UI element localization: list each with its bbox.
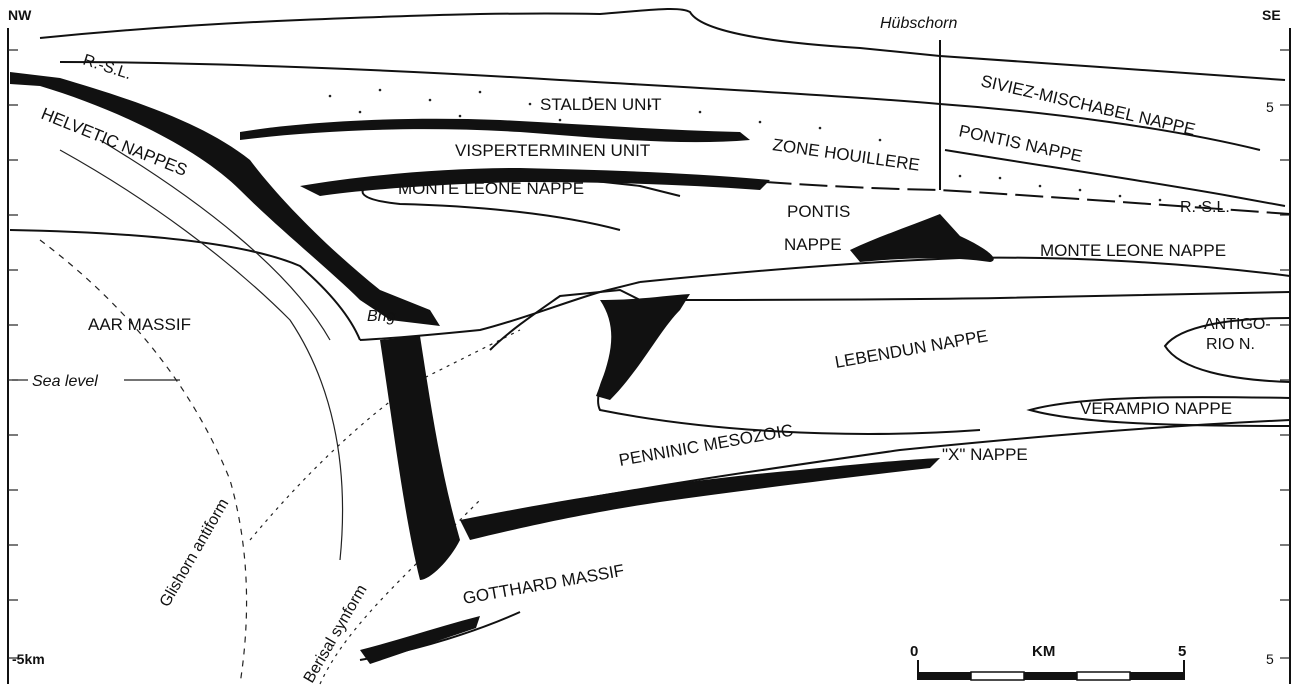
monte-leone-label: MONTE LEONE NAPPE [398, 179, 584, 198]
penninic-mesozoic-label: PENNINIC MESOZOIC [617, 421, 794, 470]
monte-leone-right-label: MONTE LEONE NAPPE [1040, 241, 1226, 260]
verampio-label: VERAMPIO NAPPE [1080, 399, 1232, 418]
left-axis-ticks [8, 50, 18, 658]
monte-leone-boundary [640, 258, 1290, 282]
scale-bar: 0 KM 5 [910, 643, 1186, 680]
lebendun-black-band [596, 294, 690, 400]
rsl-label-right: R.-S.L. [1180, 199, 1230, 216]
scale-bar-start-label: 0 [910, 643, 918, 660]
frame [8, 28, 1290, 684]
gotthard-black-band [360, 616, 480, 664]
pontis-nappe-label: NAPPE [784, 235, 842, 254]
visperterminen-label: VISPERTERMINEN UNIT [455, 141, 650, 160]
se-label: SE [1262, 7, 1281, 23]
berisal-synform-label: Berisal synform [301, 582, 371, 686]
lebendun-boundary [640, 292, 1290, 300]
aar-massif-label: AAR MASSIF [88, 315, 191, 334]
scale-bar-seg-4 [1077, 672, 1130, 680]
stalden-unit-label: STALDEN UNIT [540, 95, 662, 114]
pontis-upper-boundary [945, 150, 1285, 206]
nw-label: NW [8, 7, 32, 23]
right-axis-bottom-label: 5 [1266, 651, 1274, 667]
scale-bar-unit-label: KM [1032, 643, 1055, 660]
root-black-band [380, 336, 460, 580]
hubschorn-label: Hübschorn [880, 15, 957, 32]
scale-bar-seg-2 [971, 672, 1024, 680]
antigorio-label-1: ANTIGO- [1204, 316, 1271, 333]
top-surface [40, 9, 1285, 80]
glishorn-antiform-label: Glishorn antiform [157, 496, 233, 610]
visperterminen-black-band [240, 119, 750, 142]
helvetic-black-band [10, 72, 440, 326]
x-nappe-black-band [460, 458, 940, 540]
pontis-nappe-upper-label: PONTIS NAPPE [957, 121, 1084, 166]
left-axis-bottom-label: -5km [12, 651, 45, 667]
scale-bar-seg-5 [1130, 672, 1184, 680]
brig-label: Brig [367, 308, 396, 325]
penninic-fold [490, 290, 980, 434]
antigorio-label-2: RIO N. [1206, 336, 1255, 353]
aar-foliation-1 [60, 150, 343, 560]
aar-foliation-3 [40, 240, 247, 684]
scale-bar-seg-1 [918, 672, 971, 680]
zone-houillere-label: ZONE HOUILLERE [771, 135, 921, 174]
scale-bar-end-label: 5 [1178, 643, 1186, 660]
pontis-label: PONTIS [787, 202, 850, 221]
siviez-mischabel-label: SIVIEZ-MISCHABEL NAPPE [979, 71, 1197, 139]
right-axis-top-label: 5 [1266, 99, 1274, 115]
lebendun-label: LEBENDUN NAPPE [833, 326, 989, 372]
sea-level-label: Sea level [32, 373, 98, 390]
x-nappe-label: "X" NAPPE [942, 445, 1028, 464]
gotthard-massif-label: GOTTHARD MASSIF [461, 561, 625, 608]
rsl-label-left: R.-S.L. [81, 52, 134, 84]
scale-bar-seg-3 [1024, 672, 1077, 680]
pontis-black-band [850, 214, 994, 262]
right-axis-ticks [1280, 50, 1290, 658]
